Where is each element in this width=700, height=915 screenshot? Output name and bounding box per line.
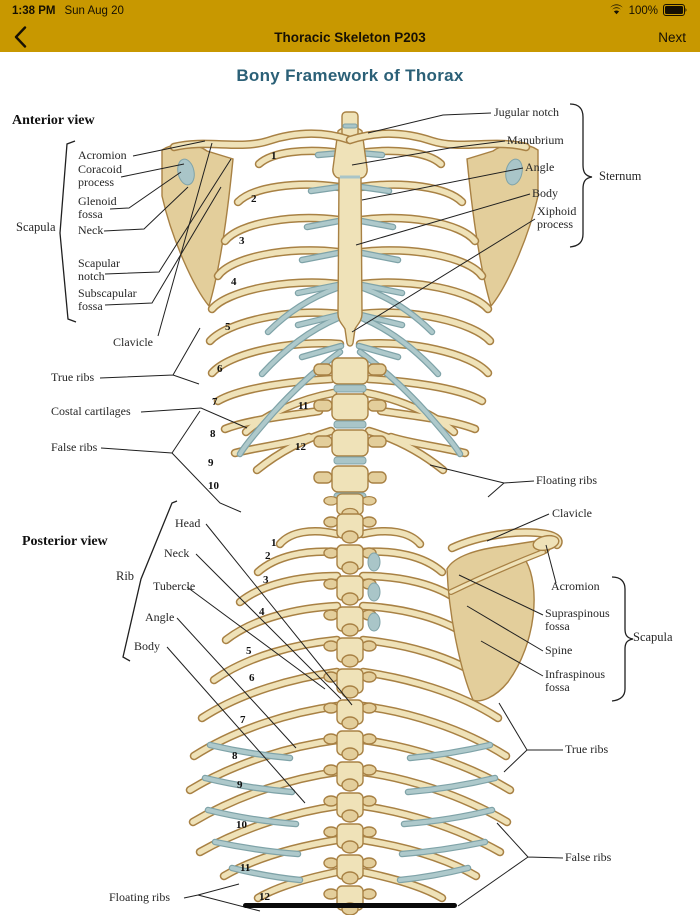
label-true-ribs-posterior: True ribs [565,742,609,756]
label-scapula-posterior: Scapula [633,630,673,644]
anterior-view-heading: Anterior view [12,113,95,128]
posterior-rib-number-8: 8 [232,750,238,762]
anterior-rib-number-7: 7 [212,396,218,408]
label-false-ribs-posterior: False ribs [565,850,612,864]
anterior-rib-number-11: 11 [298,400,309,412]
anterior-rib-number-4: 4 [231,276,237,288]
posterior-rib-number-12: 12 [259,891,270,903]
posterior-rib-number-3: 3 [263,574,269,586]
posterior-rib-number-6: 6 [249,672,255,684]
label-brackets [59,103,634,702]
label-floating-ribs-posterior: Floating ribs [109,890,171,904]
label-rib-head: Head [175,516,201,530]
label-rib-tubercle: Tubercle [153,579,196,593]
label-glenoid-fossa: Glenoid fossa [78,194,117,221]
label-acromion-posterior: Acromion [551,579,600,593]
anterior-rib-number-1: 1 [271,150,277,162]
posterior-rib-number-4: 4 [259,606,265,618]
status-date: Sun Aug 20 [64,5,124,17]
posterior-rib-number-11: 11 [240,862,251,874]
label-costal-cartilages: Costal cartilages [51,404,131,418]
label-body-sternum: Body [532,186,559,200]
anterior-figure [161,111,539,501]
label-rib-body: Body [134,639,161,653]
label-acromion: Acromion [78,148,127,162]
chevron-left-icon [14,26,27,48]
status-bar: 1:38 PM Sun Aug 20 100% [0,0,700,22]
label-true-ribs-anterior: True ribs [51,370,95,384]
label-supraspinous-fossa: Supraspinous fossa [545,606,610,633]
label-xiphoid-process: Xiphoid process [537,204,577,231]
battery-icon [663,3,688,19]
anterior-rib-number-9: 9 [208,457,214,469]
label-scapula-anterior: Scapula [16,220,56,234]
label-coracoid-process: Coracoid process [78,162,122,189]
anterior-rib-number-10: 10 [208,480,219,492]
label-clavicle-posterior: Clavicle [552,506,592,520]
anterior-rib-number-6: 6 [217,363,223,375]
next-button[interactable]: Next [658,29,686,45]
anterior-rib-number-12: 12 [295,441,306,453]
label-rib-angle: Angle [145,610,175,624]
label-rib: Rib [116,569,135,583]
anterior-rib-number-3: 3 [239,235,245,247]
page-title: Bony Framework of Thorax [236,66,464,85]
label-angle-sternum: Angle [525,160,555,174]
battery-percent: 100% [628,5,658,17]
label-neck: Neck [78,223,104,237]
label-sternum: Sternum [599,169,642,183]
posterior-figure [190,493,563,915]
label-manubrium: Manubrium [507,133,564,147]
home-indicator[interactable] [243,903,457,908]
nav-bar: Thoracic Skeleton P203 Next [0,22,700,52]
label-clavicle-anterior: Clavicle [113,335,153,349]
posterior-rib-number-10: 10 [236,819,247,831]
label-subscapular-fossa: Subscapular fossa [78,286,137,313]
posterior-rib-number-5: 5 [246,645,252,657]
label-floating-ribs-anterior: Floating ribs [536,473,598,487]
label-scapular-spine: Spine [545,643,573,657]
label-infraspinous-fossa: Infraspinous fossa [545,667,605,694]
posterior-rib-number-7: 7 [240,714,246,726]
posterior-view-heading: Posterior view [22,534,108,549]
label-jugular-notch: Jugular notch [494,105,559,119]
anterior-rib-number-8: 8 [210,428,216,440]
nav-title: Thoracic Skeleton P203 [274,29,426,45]
posterior-rib-number-2: 2 [265,550,271,562]
label-rib-neck: Neck [164,546,190,560]
posterior-rib-number-9: 9 [237,779,243,791]
leader-lines [99,112,564,912]
back-button[interactable] [14,26,27,48]
label-scapular-notch: Scapular notch [78,256,120,283]
anterior-rib-number-2: 2 [251,193,257,205]
label-false-ribs-anterior: False ribs [51,440,98,454]
wifi-icon [609,4,624,18]
status-time: 1:38 PM [12,5,56,17]
posterior-rib-number-1: 1 [271,537,277,549]
anterior-rib-number-5: 5 [225,321,231,333]
